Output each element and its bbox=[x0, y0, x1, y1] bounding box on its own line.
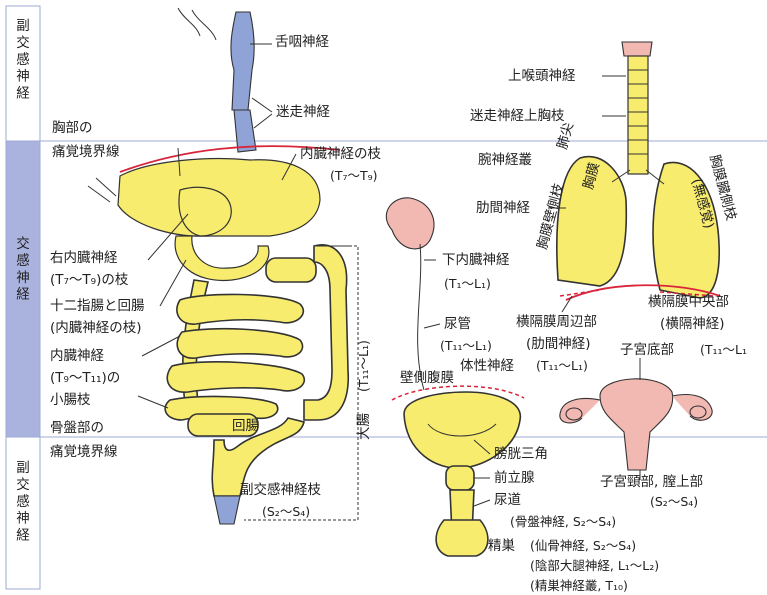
large-intestine-transverse bbox=[266, 258, 316, 282]
leader-ureter bbox=[424, 324, 440, 328]
leader-urethra bbox=[474, 500, 490, 506]
label-urethra-range: (骨盤神経, S₂〜S₄) bbox=[510, 514, 616, 529]
label-smallint-3: 小腸枝 bbox=[50, 392, 91, 408]
sidebar-top-label: 副交感神経 bbox=[16, 18, 30, 102]
uterus bbox=[600, 379, 673, 470]
label-ureter-range: (T₁₁〜L₁) bbox=[440, 338, 492, 353]
label-visceral-branch: 内臓神経の枝 bbox=[300, 146, 381, 162]
label-lower-splanchnic: 下内臓神経 bbox=[442, 252, 510, 268]
small-intestine-loop-2 bbox=[177, 329, 302, 358]
label-urethra: 尿道 bbox=[494, 492, 521, 508]
left-ovary bbox=[566, 408, 582, 420]
label-thoracic-boundary-2: 痛覚境界線 bbox=[52, 143, 120, 160]
label-visceral-branch-range: (T₇〜T₉) bbox=[330, 168, 378, 183]
label-parietal-peritoneum: 壁側腹膜 bbox=[400, 369, 454, 386]
sidebar-bottom-label: 副交感神経 bbox=[16, 460, 30, 544]
label-right-visceral-1: 右内臓神経 bbox=[50, 250, 118, 266]
label-diaphragm-periph-1: 横隔膜周辺部 bbox=[516, 314, 597, 330]
label-brachial-plexus: 腕神経叢 bbox=[478, 152, 532, 168]
label-cervix: 子宮頸部, 膣上部 bbox=[600, 473, 703, 490]
label-trigone: 膀胱三角 bbox=[494, 445, 548, 462]
leader-diaphragm-periph bbox=[562, 296, 572, 312]
anal-canal bbox=[214, 496, 240, 524]
label-large-intestine: 大腸 bbox=[356, 413, 372, 440]
ureter bbox=[418, 244, 424, 390]
testes bbox=[436, 520, 488, 556]
label-ureter: 尿管 bbox=[444, 316, 471, 332]
label-duodenum-1: 十二指腸と回腸 bbox=[50, 298, 145, 314]
right-ovary bbox=[690, 406, 706, 418]
label-testis-range-3: (精巣神経叢, T₁₀) bbox=[530, 578, 628, 593]
label-prostate: 前立腺 bbox=[494, 469, 535, 486]
gut-figure bbox=[88, 8, 358, 524]
leader-vagus bbox=[252, 98, 272, 128]
tongue-outline bbox=[178, 8, 216, 40]
label-somatic: 体性神経 bbox=[460, 358, 514, 374]
label-glossopharyngeal: 舌咽神経 bbox=[275, 34, 329, 50]
label-smallint-2: (T₉〜T₁₁)の bbox=[50, 370, 120, 386]
label-lower-splanchnic-range: (T₁〜L₁) bbox=[444, 276, 491, 291]
vagus-nerve bbox=[231, 12, 254, 110]
label-fundus-1: 子宮底部 bbox=[620, 342, 674, 358]
label-diaphragm-center-1: 横隔膜中央部 bbox=[648, 294, 729, 310]
label-parasym-branch: 副交感神経枝 bbox=[240, 481, 321, 498]
label-apex: 肺尖 bbox=[554, 121, 576, 151]
label-ileum: 回腸 bbox=[232, 418, 259, 434]
pointer-lines bbox=[88, 178, 116, 202]
label-duodenum-2: (内臓神経の枝) bbox=[50, 320, 142, 336]
kidney bbox=[386, 198, 434, 249]
sidebar-middle-label: 交感神経 bbox=[16, 235, 30, 303]
label-diaphragm-periph-2: (肋間神経) bbox=[526, 336, 591, 352]
prostate bbox=[446, 466, 474, 490]
trachea bbox=[628, 56, 648, 174]
label-smallint-1: 内臓神経 bbox=[50, 348, 104, 364]
larynx bbox=[622, 42, 652, 56]
label-large-intestine-range: (T₁₁〜L₁) bbox=[356, 340, 371, 392]
label-thoracic-boundary-1: 胸部の bbox=[52, 120, 93, 136]
label-somatic-range: (T₁₁〜L₁) bbox=[536, 358, 588, 373]
thorax-figure bbox=[557, 42, 720, 300]
label-vagus: 迷走神経 bbox=[276, 104, 330, 120]
label-diaphragm-center-2: (横隔神経) bbox=[660, 316, 725, 332]
label-testis-range-1: (仙骨神経, S₂〜S₄) bbox=[530, 538, 636, 553]
small-intestine-loop-1 bbox=[177, 294, 303, 324]
uterus-figure bbox=[560, 379, 712, 470]
label-vagus-thoracic: 迷走神経上胸枝 bbox=[470, 108, 565, 124]
label-right-visceral-2: (T₇〜T₉)の枝 bbox=[50, 272, 129, 288]
label-cervix-range: (S₂〜S₄) bbox=[650, 494, 698, 509]
label-testis-range-2: (陰部大腿神経, L₁〜L₂) bbox=[530, 558, 659, 573]
esophagus bbox=[234, 110, 256, 152]
duodenum bbox=[175, 236, 269, 280]
label-parasym-range: (S₂〜S₄) bbox=[262, 504, 310, 519]
label-pelvic-boundary-2: 痛覚境界線 bbox=[50, 443, 118, 460]
small-intestine bbox=[165, 294, 304, 420]
label-intercostal: 肋間神経 bbox=[476, 200, 530, 216]
label-sup-laryngeal: 上喉頭神経 bbox=[508, 68, 576, 84]
small-intestine-loop-3 bbox=[167, 362, 304, 392]
label-testis: 精巣 bbox=[488, 538, 516, 554]
label-pelvic-boundary-1: 骨盤部の bbox=[50, 420, 104, 436]
label-fundus-2: (T₁₁〜L₁ bbox=[700, 342, 747, 357]
